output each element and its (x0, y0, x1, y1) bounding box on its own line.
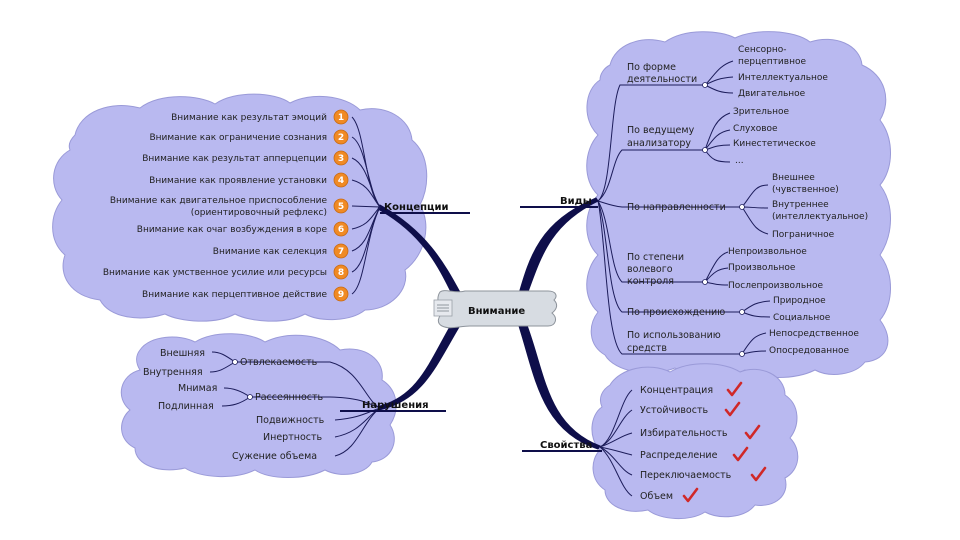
property-item: Распределение (640, 450, 718, 461)
type-leaf: Опосредованное (769, 346, 849, 356)
center-label: Внимание (468, 306, 525, 317)
center-node[interactable]: Внимание (433, 290, 558, 329)
distract-label: Отвлекаемость (240, 357, 318, 368)
concept-item: Внимание как селекция (213, 247, 327, 257)
concept-item: Внимание как ограничение сознания (149, 133, 327, 143)
type-leaf: Внешнее (772, 173, 815, 183)
type-will-label: контроля (627, 276, 674, 287)
badge-number: 5 (338, 202, 344, 212)
type-leaf: Послепроизвольное (728, 281, 824, 291)
concept-item: Внимание как двигательное приспособление (110, 196, 328, 206)
badge-number: 7 (338, 247, 344, 257)
scatter-label: Рассеянность (255, 392, 324, 403)
concepts-title: Концепции (384, 202, 448, 213)
type-analyzer-label: анализатору (627, 138, 691, 149)
type-leaf: Природное (773, 296, 826, 306)
property-item: Концентрация (640, 385, 713, 396)
badge-number: 1 (338, 113, 344, 123)
type-leaf: ... (735, 156, 744, 166)
number-badge: 4 (333, 172, 349, 188)
property-item: Избирательность (640, 428, 728, 439)
type-form-label: деятельности (627, 74, 697, 85)
property-item: Переключаемость (640, 470, 732, 481)
branch-properties[interactable]: Свойства (522, 440, 602, 452)
scatter-imaginary: Мнимая (178, 383, 217, 394)
type-origin-label: По происхождению (627, 307, 725, 318)
type-leaf: Зрительное (733, 107, 790, 117)
type-leaf: Интеллектуальное (738, 73, 828, 83)
number-badge: 3 (333, 150, 349, 166)
type-form-label: По форме (627, 62, 676, 73)
branch-violations[interactable]: Нарушения (340, 400, 446, 412)
type-leaf: (интеллектуальное) (772, 212, 868, 222)
violation-item: Подвижность (256, 415, 325, 426)
concept-item-sub: (ориентировочный рефлекс) (191, 208, 327, 218)
types-list: По форме деятельности Сенсорно- перцепти… (627, 45, 868, 357)
type-leaf: Пограничное (772, 230, 835, 240)
concept-item: Внимание как перцептивное действие (142, 290, 327, 300)
type-will-label: По степени (627, 252, 684, 263)
violation-item: Сужение объема (232, 451, 317, 462)
type-leaf: Социальное (773, 313, 831, 323)
number-badge: 6 (333, 221, 349, 237)
badge-number: 8 (338, 268, 344, 278)
types-title: Виды (560, 196, 592, 207)
type-leaf: Непроизвольное (728, 247, 807, 257)
type-means-label: По использованию (627, 330, 721, 341)
concept-item: Внимание как проявление установки (149, 176, 327, 186)
branch-types[interactable]: Виды (520, 196, 598, 208)
scatter-genuine: Подлинная (158, 401, 214, 412)
number-badge: 7 (333, 243, 349, 259)
badge-number: 2 (338, 133, 344, 143)
distract-internal: Внутренняя (143, 367, 203, 378)
type-leaf: Слуховое (733, 124, 778, 134)
type-means-label: средств (627, 343, 667, 354)
distract-external: Внешняя (160, 348, 205, 359)
type-direction-label: По направленности (627, 202, 726, 213)
number-badge: 5 (333, 198, 349, 214)
properties-title: Свойства (540, 440, 592, 451)
connectors (209, 60, 771, 497)
type-leaf: Кинестетическое (733, 139, 816, 149)
number-badge: 9 (333, 286, 349, 302)
badge-number: 4 (338, 176, 344, 186)
number-badge: 8 (333, 264, 349, 280)
type-leaf: Произвольное (728, 263, 796, 273)
concept-item: Внимание как очаг возбуждения в коре (137, 225, 328, 235)
number-badge: 1 (333, 109, 349, 125)
type-leaf: Непосредственное (769, 329, 859, 339)
properties-list: Концентрация Устойчивость Избирательност… (640, 381, 767, 503)
concept-item: Внимание как результат эмоций (171, 113, 327, 123)
badge-number: 6 (338, 225, 344, 235)
cloud-violations (120, 333, 397, 478)
cloud-concepts (52, 93, 428, 322)
property-item: Устойчивость (640, 405, 708, 416)
number-badge: 2 (333, 129, 349, 145)
property-item: Объем (640, 491, 673, 502)
violations-title: Нарушения (362, 400, 429, 411)
type-leaf: (чувственное) (772, 185, 839, 195)
concept-item: Внимание как результат апперцепции (142, 154, 327, 164)
type-analyzer-label: По ведущему (627, 125, 695, 136)
type-leaf: Сенсорно- (738, 45, 787, 55)
type-leaf: перцептивное (738, 57, 806, 67)
branch-concepts[interactable]: Концепции (380, 202, 470, 214)
violations-list: Отвлекаемость Внешняя Внутренняя Рассеян… (143, 348, 325, 462)
badge-number: 9 (338, 290, 344, 300)
violation-item: Инертность (263, 432, 323, 443)
type-leaf: Двигательное (738, 89, 806, 99)
type-leaf: Внутреннее (772, 200, 829, 210)
concept-item: Внимание как умственное усилие или ресур… (103, 268, 327, 278)
badge-number: 3 (338, 154, 344, 164)
type-will-label: волевого (627, 264, 673, 275)
